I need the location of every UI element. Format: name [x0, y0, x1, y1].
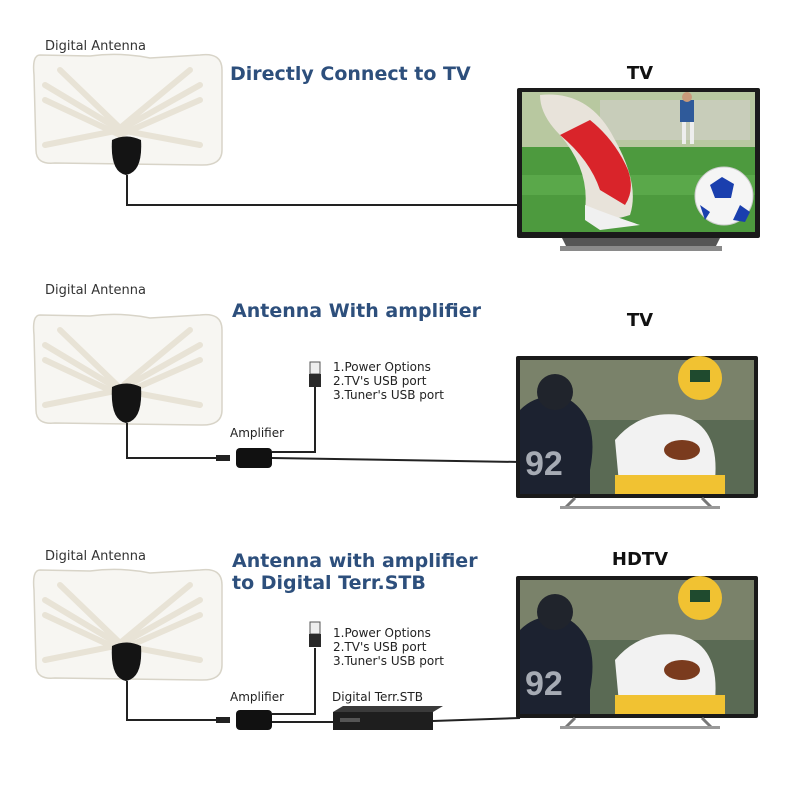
usb-options-list: 1.Power Options 2.TV's USB port 3.Tuner'… [333, 360, 444, 402]
usb-option: 1.Power Options [333, 626, 431, 640]
set-top-box [333, 706, 443, 730]
section-amplifier: 92 Digital Antenna Antenna With amplifie… [0, 280, 800, 540]
tv-title: HDTV [611, 549, 669, 570]
section-heading-line1: Antenna with amplifier [232, 550, 478, 572]
antenna-panel [32, 53, 223, 166]
section-heading: Antenna With amplifier [232, 300, 481, 322]
usb-option: 3.Tuner's USB port [333, 388, 444, 402]
tv-3: 92 [516, 576, 758, 730]
antenna-label: Digital Antenna [45, 283, 146, 298]
section-2-illustration: 92 [32, 313, 758, 510]
section-heading-line2: to Digital Terr.STB [232, 572, 426, 594]
antenna-mount [111, 642, 142, 681]
section-3-illustration: 92 [32, 568, 758, 730]
section-1-illustration [32, 53, 760, 251]
antenna-label: Digital Antenna [45, 549, 146, 564]
section-heading: Directly Connect to TV [230, 63, 471, 85]
usb-plug [309, 361, 321, 387]
usb-plug [309, 621, 321, 647]
tv-1 [517, 88, 760, 251]
antenna-cable [126, 175, 520, 206]
usb-option: 2.TV's USB port [333, 640, 427, 654]
amplifier-box [236, 448, 272, 468]
amplifier-box [236, 710, 272, 730]
amplifier-label: Amplifier [230, 426, 285, 440]
section-amplifier-stb: 92 Digital Antenna Antenna with amplifie… [0, 540, 800, 800]
usb-option: 1.Power Options [333, 360, 431, 374]
antenna-mount [111, 383, 142, 423]
usb-options-list: 1.Power Options 2.TV's USB port 3.Tuner'… [333, 626, 444, 668]
stb-label: Digital Terr.STB [332, 690, 423, 704]
svg-text:92: 92 [525, 665, 563, 703]
amplifier-label: Amplifier [230, 690, 285, 704]
antenna-panel [32, 568, 223, 681]
tv-2: 92 [516, 356, 758, 510]
usb-option: 3.Tuner's USB port [333, 654, 444, 668]
tv-title: TV [626, 310, 654, 331]
antenna-mount [111, 136, 142, 175]
section-direct-connect: Digital Antenna Directly Connect to TV T… [0, 0, 800, 260]
antenna-label: Digital Antenna [45, 39, 146, 54]
svg-text:92: 92 [525, 445, 563, 483]
usb-option: 2.TV's USB port [333, 374, 427, 388]
tv-title: TV [626, 63, 654, 84]
